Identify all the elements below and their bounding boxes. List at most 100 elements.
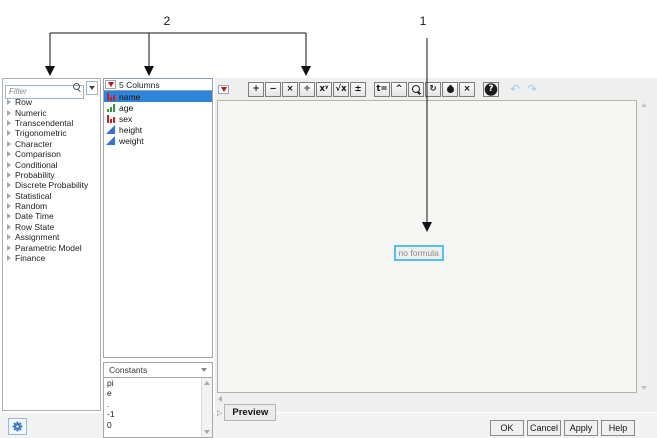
functions-panel: Row Numeric Transcendental Trigonometric… (2, 78, 101, 411)
function-category-label: Character (15, 138, 53, 149)
constant-item[interactable]: . (107, 398, 110, 409)
function-category[interactable]: Assignment (3, 232, 100, 242)
collapse-triangle-icon[interactable] (7, 130, 11, 137)
formula-canvas[interactable]: no formula (217, 100, 637, 393)
power-button[interactable]: xʸ (316, 81, 332, 97)
collapse-triangle-icon[interactable] (7, 213, 11, 220)
constants-dropdown[interactable]: Constants (103, 362, 213, 378)
function-category[interactable]: Parametric Model (3, 242, 100, 253)
function-category[interactable]: Statistical (3, 191, 100, 201)
function-category[interactable]: Character (3, 139, 100, 149)
constant-item[interactable]: e (107, 388, 112, 399)
filter-dropdown-button[interactable] (86, 81, 98, 95)
peel-button[interactable]: ^ (391, 81, 407, 97)
function-category[interactable]: Transcendental (3, 118, 100, 128)
columns-menu-button[interactable] (105, 80, 116, 89)
undo-button[interactable]: ↶ (507, 82, 523, 97)
column-item[interactable]: age (104, 102, 212, 113)
collapse-triangle-icon[interactable] (7, 203, 11, 210)
function-category-label: Parametric Model (15, 242, 82, 253)
collapse-triangle-icon[interactable] (7, 244, 11, 251)
toolbar-buttons: + − × ÷ xʸ √x ± t= ^ ↻ (248, 81, 540, 97)
ink-button[interactable] (442, 81, 458, 97)
divide-button[interactable]: ÷ (299, 81, 315, 97)
apply-button[interactable]: Apply (564, 420, 598, 436)
collapse-triangle-icon[interactable] (7, 140, 11, 147)
collapse-triangle-icon[interactable] (7, 161, 11, 168)
function-category[interactable]: Numeric (3, 107, 100, 118)
scroll-up-icon[interactable] (641, 103, 647, 107)
no-formula-box[interactable]: no formula (393, 245, 444, 261)
plus-button[interactable]: + (248, 81, 264, 97)
search-icon (73, 83, 82, 92)
filter-box (5, 81, 84, 99)
sign-button[interactable]: ± (350, 81, 366, 97)
function-category[interactable]: Random (3, 201, 100, 211)
column-name: height (119, 124, 143, 135)
constant-item[interactable]: 0 (107, 419, 112, 430)
minus-button[interactable]: − (265, 81, 281, 97)
function-category[interactable]: Discrete Probability (3, 180, 100, 190)
collapse-triangle-icon[interactable] (7, 182, 11, 189)
formula-scrollbar[interactable] (638, 100, 651, 393)
formula-menu-button[interactable] (218, 84, 229, 94)
formula-toolbar: + − × ÷ xʸ √x ± t= ^ ↻ (215, 78, 657, 100)
script-gear-button[interactable] (8, 418, 27, 435)
constants-scrollbar[interactable] (201, 378, 212, 437)
scroll-down-icon[interactable] (641, 386, 647, 390)
columns-panel: 5 Columns name (103, 78, 213, 438)
function-category[interactable]: Date Time (3, 211, 100, 221)
function-category[interactable]: Finance (3, 253, 100, 263)
preview-button[interactable]: Preview (224, 404, 277, 421)
collapse-triangle-icon[interactable] (7, 171, 11, 178)
function-category[interactable]: Row State (3, 222, 100, 232)
column-item[interactable]: name (104, 91, 212, 102)
constant-item[interactable]: -1 (107, 409, 115, 420)
collapse-triangle-icon[interactable] (7, 109, 11, 116)
function-category-label: Row State (15, 221, 55, 232)
continuous-icon (106, 124, 115, 134)
collapse-triangle-icon[interactable] (7, 234, 11, 241)
collapse-triangle-icon[interactable] (7, 255, 11, 262)
filter-input[interactable] (5, 84, 84, 99)
continuous-icon (106, 135, 115, 145)
function-category-label: Probability (15, 169, 55, 180)
local-variable-button[interactable]: t= (374, 81, 390, 97)
collapse-triangle-icon[interactable] (7, 192, 11, 199)
function-category[interactable]: Trigonometric (3, 128, 100, 138)
scroll-left-icon[interactable] (218, 396, 222, 402)
disclosure-triangle-icon[interactable]: ▷ (217, 409, 223, 417)
scroll-up-icon[interactable] (204, 381, 210, 385)
function-category[interactable]: Comparison (3, 149, 100, 159)
function-category-label: Trigonometric (15, 128, 67, 139)
cancel-button[interactable]: Cancel (527, 420, 561, 436)
zoom-button[interactable] (408, 81, 424, 97)
function-category[interactable]: Probability (3, 170, 100, 180)
column-item[interactable]: sex (104, 113, 212, 124)
scroll-down-icon[interactable] (204, 430, 210, 434)
constant-item[interactable]: pi (107, 378, 114, 388)
collapse-triangle-icon[interactable] (7, 151, 11, 158)
rerun-button[interactable]: ↻ (425, 81, 441, 97)
constants-dropdown-label: Constants (109, 365, 148, 375)
column-item[interactable]: weight (104, 135, 212, 146)
column-name: age (119, 102, 134, 113)
multiply-button[interactable]: × (282, 81, 298, 97)
function-category[interactable]: Row (3, 97, 100, 107)
redo-button[interactable]: ↷ (524, 82, 540, 97)
help-button[interactable]: Help (601, 420, 635, 436)
root-button[interactable]: √x (333, 81, 349, 97)
column-item[interactable]: height (104, 124, 212, 135)
chevron-down-icon (201, 368, 207, 372)
collapse-triangle-icon[interactable] (7, 99, 11, 106)
collapse-triangle-icon[interactable] (7, 119, 11, 126)
collapse-triangle-icon[interactable] (7, 223, 11, 230)
column-name: name (119, 91, 141, 102)
ok-button[interactable]: OK (490, 420, 524, 436)
function-category[interactable]: Conditional (3, 159, 100, 170)
nominal-icon (107, 92, 115, 101)
help-button[interactable]: ? (483, 81, 499, 97)
function-category-label: Numeric (15, 107, 47, 118)
function-category-label: Row (15, 97, 33, 108)
delete-button[interactable]: × (459, 81, 475, 97)
